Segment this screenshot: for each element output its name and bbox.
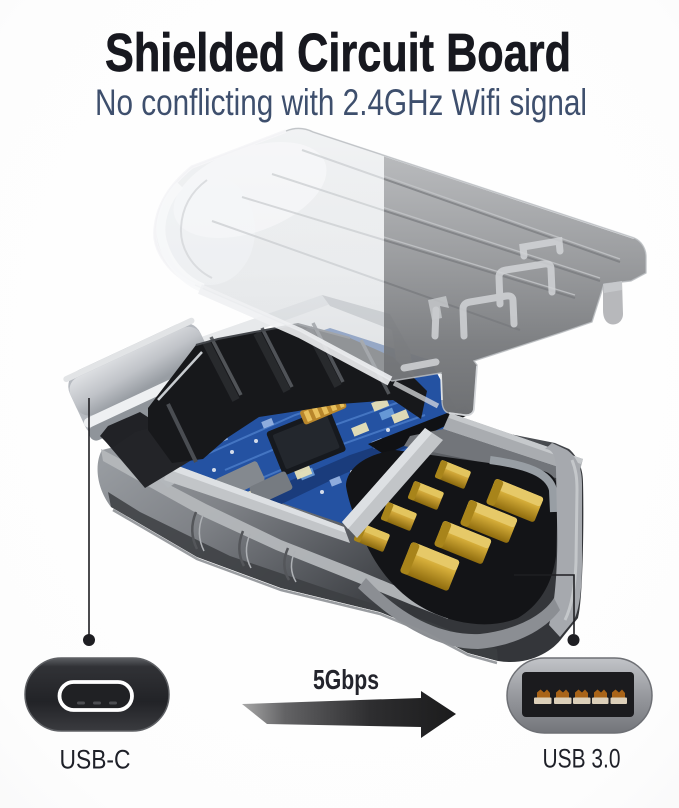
svg-text:Shielded Circuit Board: Shielded Circuit Board (105, 23, 571, 83)
svg-text:No conflicting with 2.4GHz Wif: No conflicting with 2.4GHz Wifi signal (95, 82, 587, 123)
svg-text:USB 3.0: USB 3.0 (543, 744, 621, 774)
svg-text:5Gbps: 5Gbps (313, 664, 379, 695)
svg-text:USB-C: USB-C (60, 745, 131, 775)
